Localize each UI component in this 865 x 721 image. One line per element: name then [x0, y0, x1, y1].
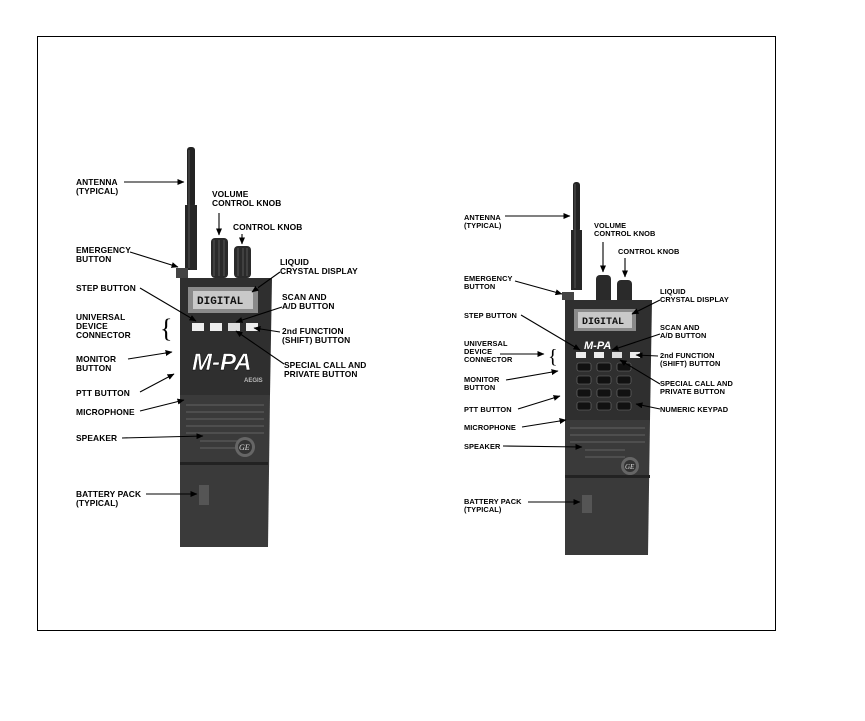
label-keypad-r: NUMERIC KEYPAD	[660, 405, 729, 414]
svg-text:{: {	[160, 314, 172, 343]
left-brand: M-PA	[192, 349, 252, 376]
display-icon: DIGITAL	[188, 287, 258, 313]
knob-icon	[211, 238, 251, 278]
label-emergency: EMERGENCY BUTTON	[76, 245, 133, 264]
label-ptt: PTT BUTTON	[76, 388, 130, 398]
label-udc-r: UNIVERSAL DEVICE CONNECTOR	[464, 339, 513, 364]
left-logo: GE	[239, 443, 250, 452]
right-radio: DIGITAL M-PA GE	[562, 182, 652, 555]
label-speaker: SPEAKER	[76, 433, 117, 443]
label-monitor-r: MONITOR BUTTON	[464, 375, 502, 392]
display-icon: DIGITAL	[574, 309, 636, 331]
label-lcd: LIQUID CRYSTAL DISPLAY	[280, 257, 358, 276]
label-step: STEP BUTTON	[76, 283, 136, 293]
ge-logo-icon: GE	[235, 437, 255, 457]
right-logo: GE	[625, 463, 635, 471]
label-volume-r: VOLUME CONTROL KNOB	[594, 221, 655, 238]
label-ptt-r: PTT BUTTON	[464, 405, 512, 414]
label-microphone: MICROPHONE	[76, 407, 135, 417]
right-brand: M-PA	[584, 340, 611, 352]
label-microphone-r: MICROPHONE	[464, 423, 516, 432]
label-function2: 2nd FUNCTION (SHIFT) BUTTON	[282, 326, 350, 345]
label-emergency-r: EMERGENCY BUTTON	[464, 274, 515, 291]
label-antenna: ANTENNA (TYPICAL)	[76, 177, 120, 196]
label-udc: UNIVERSAL DEVICE CONNECTOR	[76, 312, 131, 340]
label-scan-r: SCAN AND A/D BUTTON	[660, 323, 706, 340]
label-step-r: STEP BUTTON	[464, 311, 517, 320]
label-battery: BATTERY PACK (TYPICAL)	[76, 489, 144, 508]
label-special-r: SPECIAL CALL AND PRIVATE BUTTON	[660, 379, 735, 396]
label-special: SPECIAL CALL AND PRIVATE BUTTON	[284, 360, 369, 379]
label-lcd-r: LIQUID CRYSTAL DISPLAY	[660, 287, 729, 304]
label-antenna-r: ANTENNA (TYPICAL)	[464, 213, 503, 230]
label-speaker-r: SPEAKER	[464, 442, 501, 451]
svg-text:{: {	[548, 346, 558, 368]
label-battery-r: BATTERY PACK (TYPICAL)	[464, 497, 524, 514]
label-function2-r: 2nd FUNCTION (SHIFT) BUTTON	[660, 351, 720, 368]
label-control-r: CONTROL KNOB	[618, 247, 679, 256]
figure-frame	[37, 36, 776, 631]
left-callouts: ANTENNA (TYPICAL) VOLUME CONTROL KNOB CO…	[76, 177, 369, 508]
ge-logo-icon: GE	[621, 457, 639, 475]
antenna-icon	[571, 182, 582, 290]
right-display-text: DIGITAL	[582, 317, 624, 328]
left-model: AEGIS	[244, 378, 263, 384]
label-volume: VOLUME CONTROL KNOB	[212, 189, 281, 208]
left-display-text: DIGITAL	[197, 296, 244, 308]
label-control: CONTROL KNOB	[233, 222, 302, 232]
knob-icon	[596, 275, 632, 305]
left-radio: DIGITAL M-PA AEGIS GE	[176, 147, 272, 547]
keypad-icon	[576, 362, 632, 411]
label-scan: SCAN AND A/D BUTTON	[282, 292, 335, 311]
label-monitor: MONITOR BUTTON	[76, 354, 119, 373]
antenna-icon	[185, 147, 197, 270]
right-callouts: ANTENNA (TYPICAL) VOLUME CONTROL KNOB CO…	[464, 213, 735, 514]
